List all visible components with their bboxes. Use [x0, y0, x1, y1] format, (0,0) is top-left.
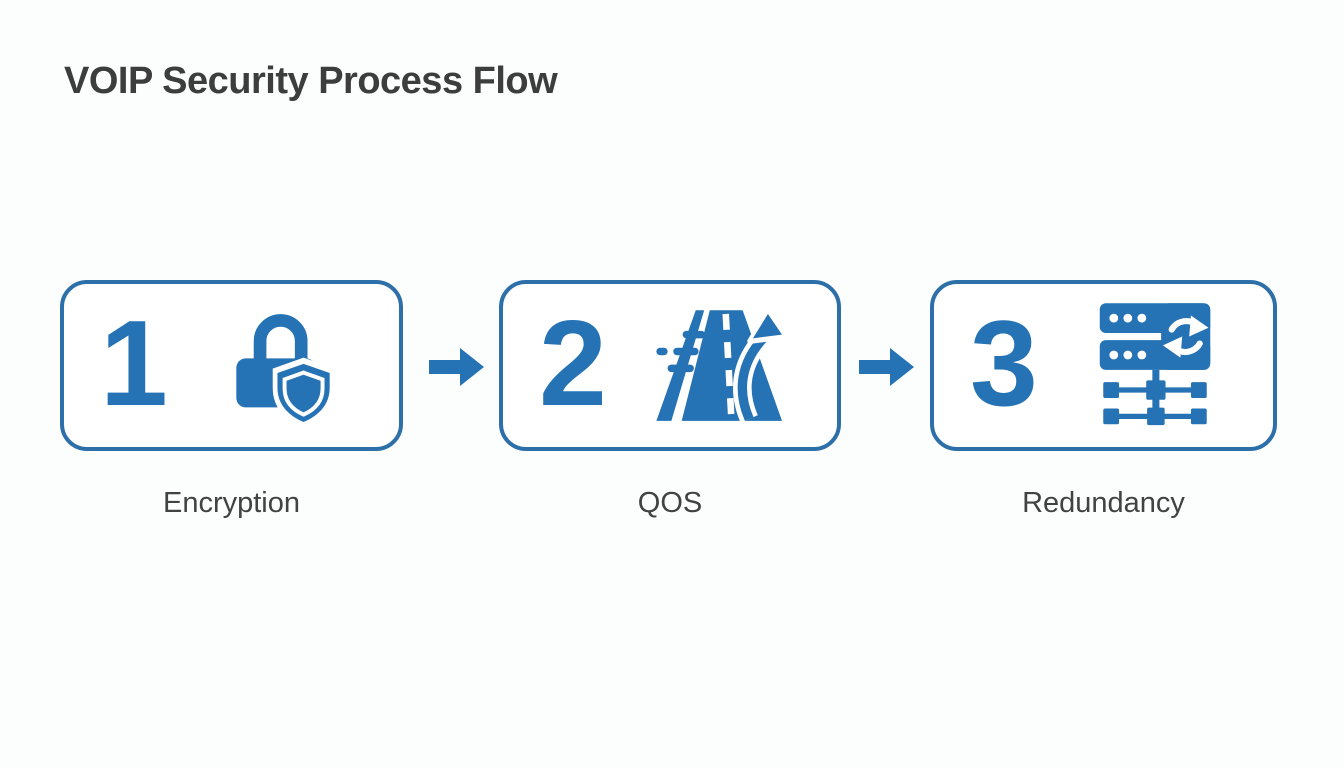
step-number: 2: [539, 294, 607, 431]
highway-speed-icon: [607, 308, 837, 423]
step-number: 1: [100, 294, 168, 431]
lock-shield-icon: [168, 303, 399, 428]
step-label-qos: QOS: [637, 487, 703, 519]
step-label-encryption: Encryption: [162, 487, 300, 519]
server-sync-network-icon: [1038, 303, 1273, 428]
step-card-encryption: 1: [60, 280, 403, 451]
step-card-redundancy: 3: [930, 280, 1277, 451]
arrow-right-icon: [429, 348, 484, 386]
page-title: VOIP Security Process Flow: [64, 60, 558, 102]
step-label-redundancy: Redundancy: [1022, 487, 1185, 519]
step-card-qos: 2: [499, 280, 841, 451]
arrow-right-icon: [859, 348, 914, 386]
step-number: 3: [970, 294, 1038, 431]
